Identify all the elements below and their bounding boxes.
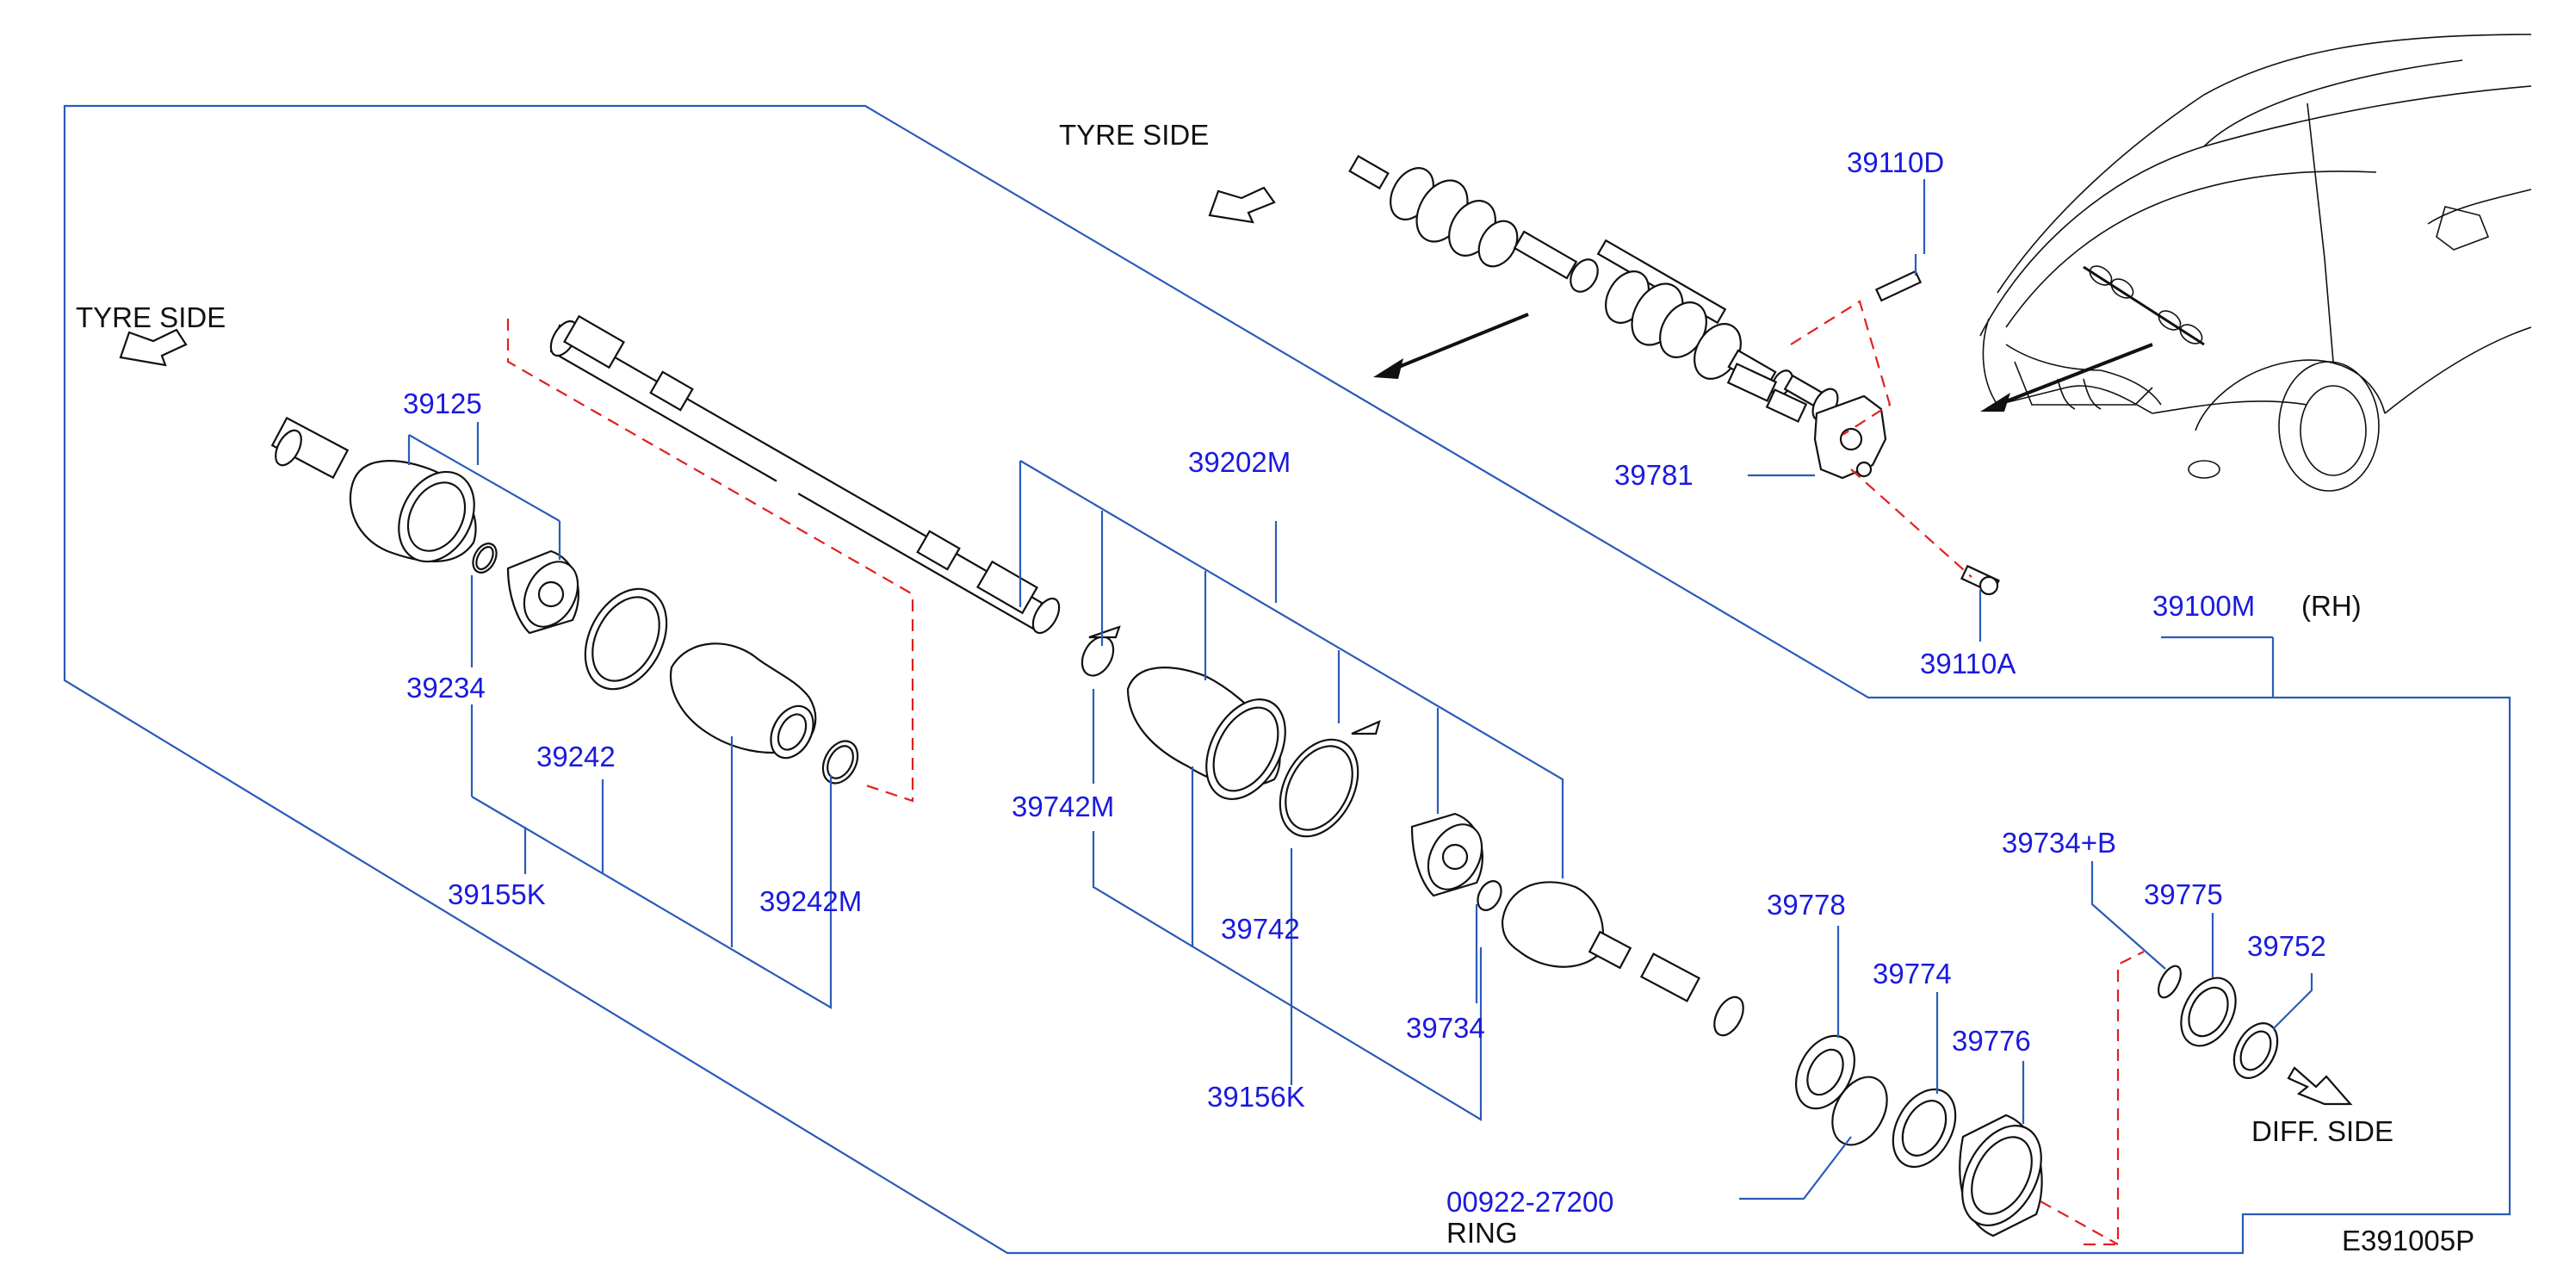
- part-39781-label[interactable]: 39781: [1614, 459, 1694, 491]
- part-39734B-label[interactable]: 39734+B: [2002, 827, 2116, 859]
- part-39742M-label[interactable]: 39742M: [1012, 791, 1114, 822]
- part-39155K-label[interactable]: 39155K: [448, 878, 546, 910]
- part-39110D-label[interactable]: 39110D: [1847, 146, 1944, 178]
- outer-joint-illustration: [270, 416, 859, 785]
- part-39775-label[interactable]: 39775: [2144, 878, 2223, 910]
- part-39776-label[interactable]: 39776: [1952, 1025, 2031, 1057]
- part-39242-label[interactable]: 39242: [536, 741, 616, 772]
- part-39752-label[interactable]: 39752: [2247, 930, 2326, 962]
- assembly-side-label: (RH): [2301, 590, 2362, 622]
- part-00922-27200-label[interactable]: 00922-27200: [1446, 1186, 1614, 1218]
- tyre-side-label-upper: TYRE SIDE: [1059, 119, 1209, 151]
- diagram-code: E391005P: [2342, 1225, 2474, 1256]
- direction-arrow-icon: [1980, 393, 2010, 412]
- vehicle-icon: [1979, 34, 2532, 492]
- part-39734-label[interactable]: 39734: [1406, 1012, 1485, 1044]
- tyre-side-label-left: TYRE SIDE: [76, 301, 226, 333]
- shaft-illustration: [549, 314, 1061, 635]
- assembly-frame: [63, 104, 2511, 1255]
- ring-label: RING: [1446, 1217, 1518, 1249]
- part-39125-label[interactable]: 39125: [403, 388, 482, 419]
- part-39234-label[interactable]: 39234: [406, 672, 486, 704]
- part-39742-label[interactable]: 39742: [1221, 913, 1300, 945]
- part-39242M-label[interactable]: 39242M: [759, 885, 862, 917]
- direction-arrow-icon: [1208, 186, 1276, 224]
- diff-side-label: DIFF. SIDE: [2251, 1115, 2393, 1147]
- part-39774-label[interactable]: 39774: [1873, 958, 1952, 990]
- part-39156K-label[interactable]: 39156K: [1207, 1081, 1305, 1113]
- bearing-illustration: [1795, 965, 2279, 1238]
- part-39110A-label[interactable]: 39110A: [1920, 648, 2016, 679]
- direction-arrow-icon: [119, 328, 188, 367]
- leader-lines: [407, 422, 2313, 1200]
- inner-joint-illustration: [1081, 625, 1744, 1037]
- part-39778-label[interactable]: 39778: [1767, 889, 1846, 921]
- part-39202M-label[interactable]: 39202M: [1188, 446, 1291, 478]
- complete-shaft-illustration: [1348, 154, 1839, 422]
- direction-arrow-icon: [2287, 1066, 2353, 1106]
- assembly-number-label[interactable]: 39100M: [2152, 590, 2255, 622]
